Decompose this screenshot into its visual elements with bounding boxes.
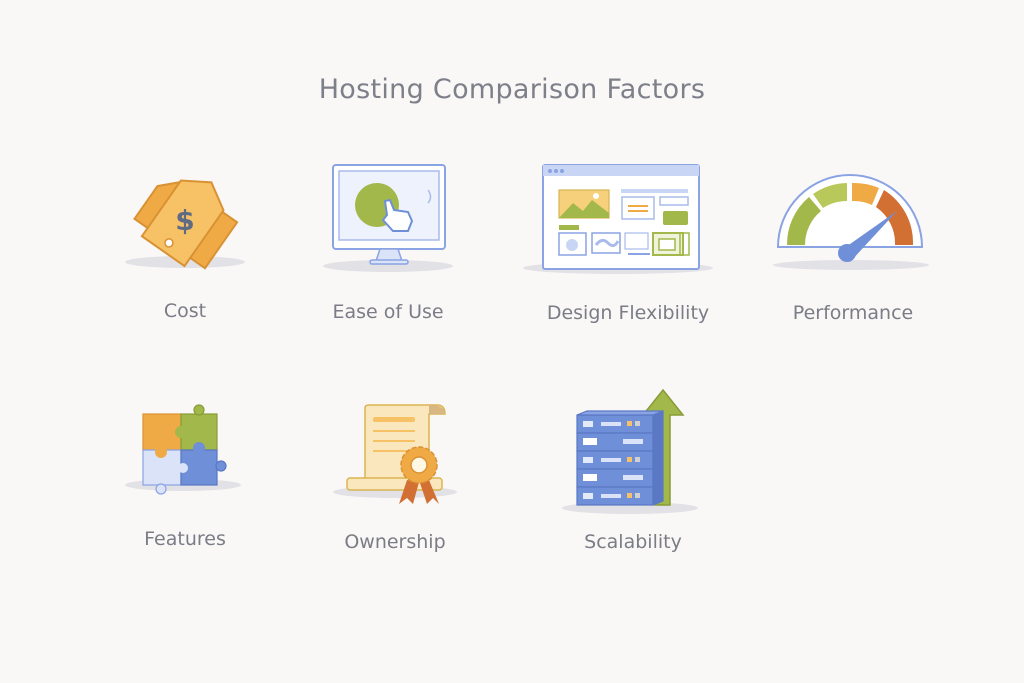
factor-label: Scalability: [584, 531, 682, 553]
monitor-click-icon: [278, 164, 498, 295]
server-growth-icon: [523, 385, 743, 515]
factor-label: Ownership: [344, 531, 446, 553]
factor-label: Cost: [163, 300, 207, 322]
factor-label: Features: [144, 528, 226, 550]
factor-label: Design Flexibility: [546, 302, 710, 324]
page-title: Hosting Comparison Factors: [318, 74, 706, 105]
layout-editor-icon: [518, 164, 738, 295]
price-tag-icon: $: [75, 165, 295, 295]
speedometer-icon: [743, 165, 963, 295]
certificate-icon: [285, 400, 505, 530]
puzzle-icon: [75, 400, 295, 530]
factor-label: Ease of Use: [332, 301, 444, 323]
factor-label: Performance: [792, 302, 914, 324]
svg-text:$: $: [175, 204, 194, 237]
